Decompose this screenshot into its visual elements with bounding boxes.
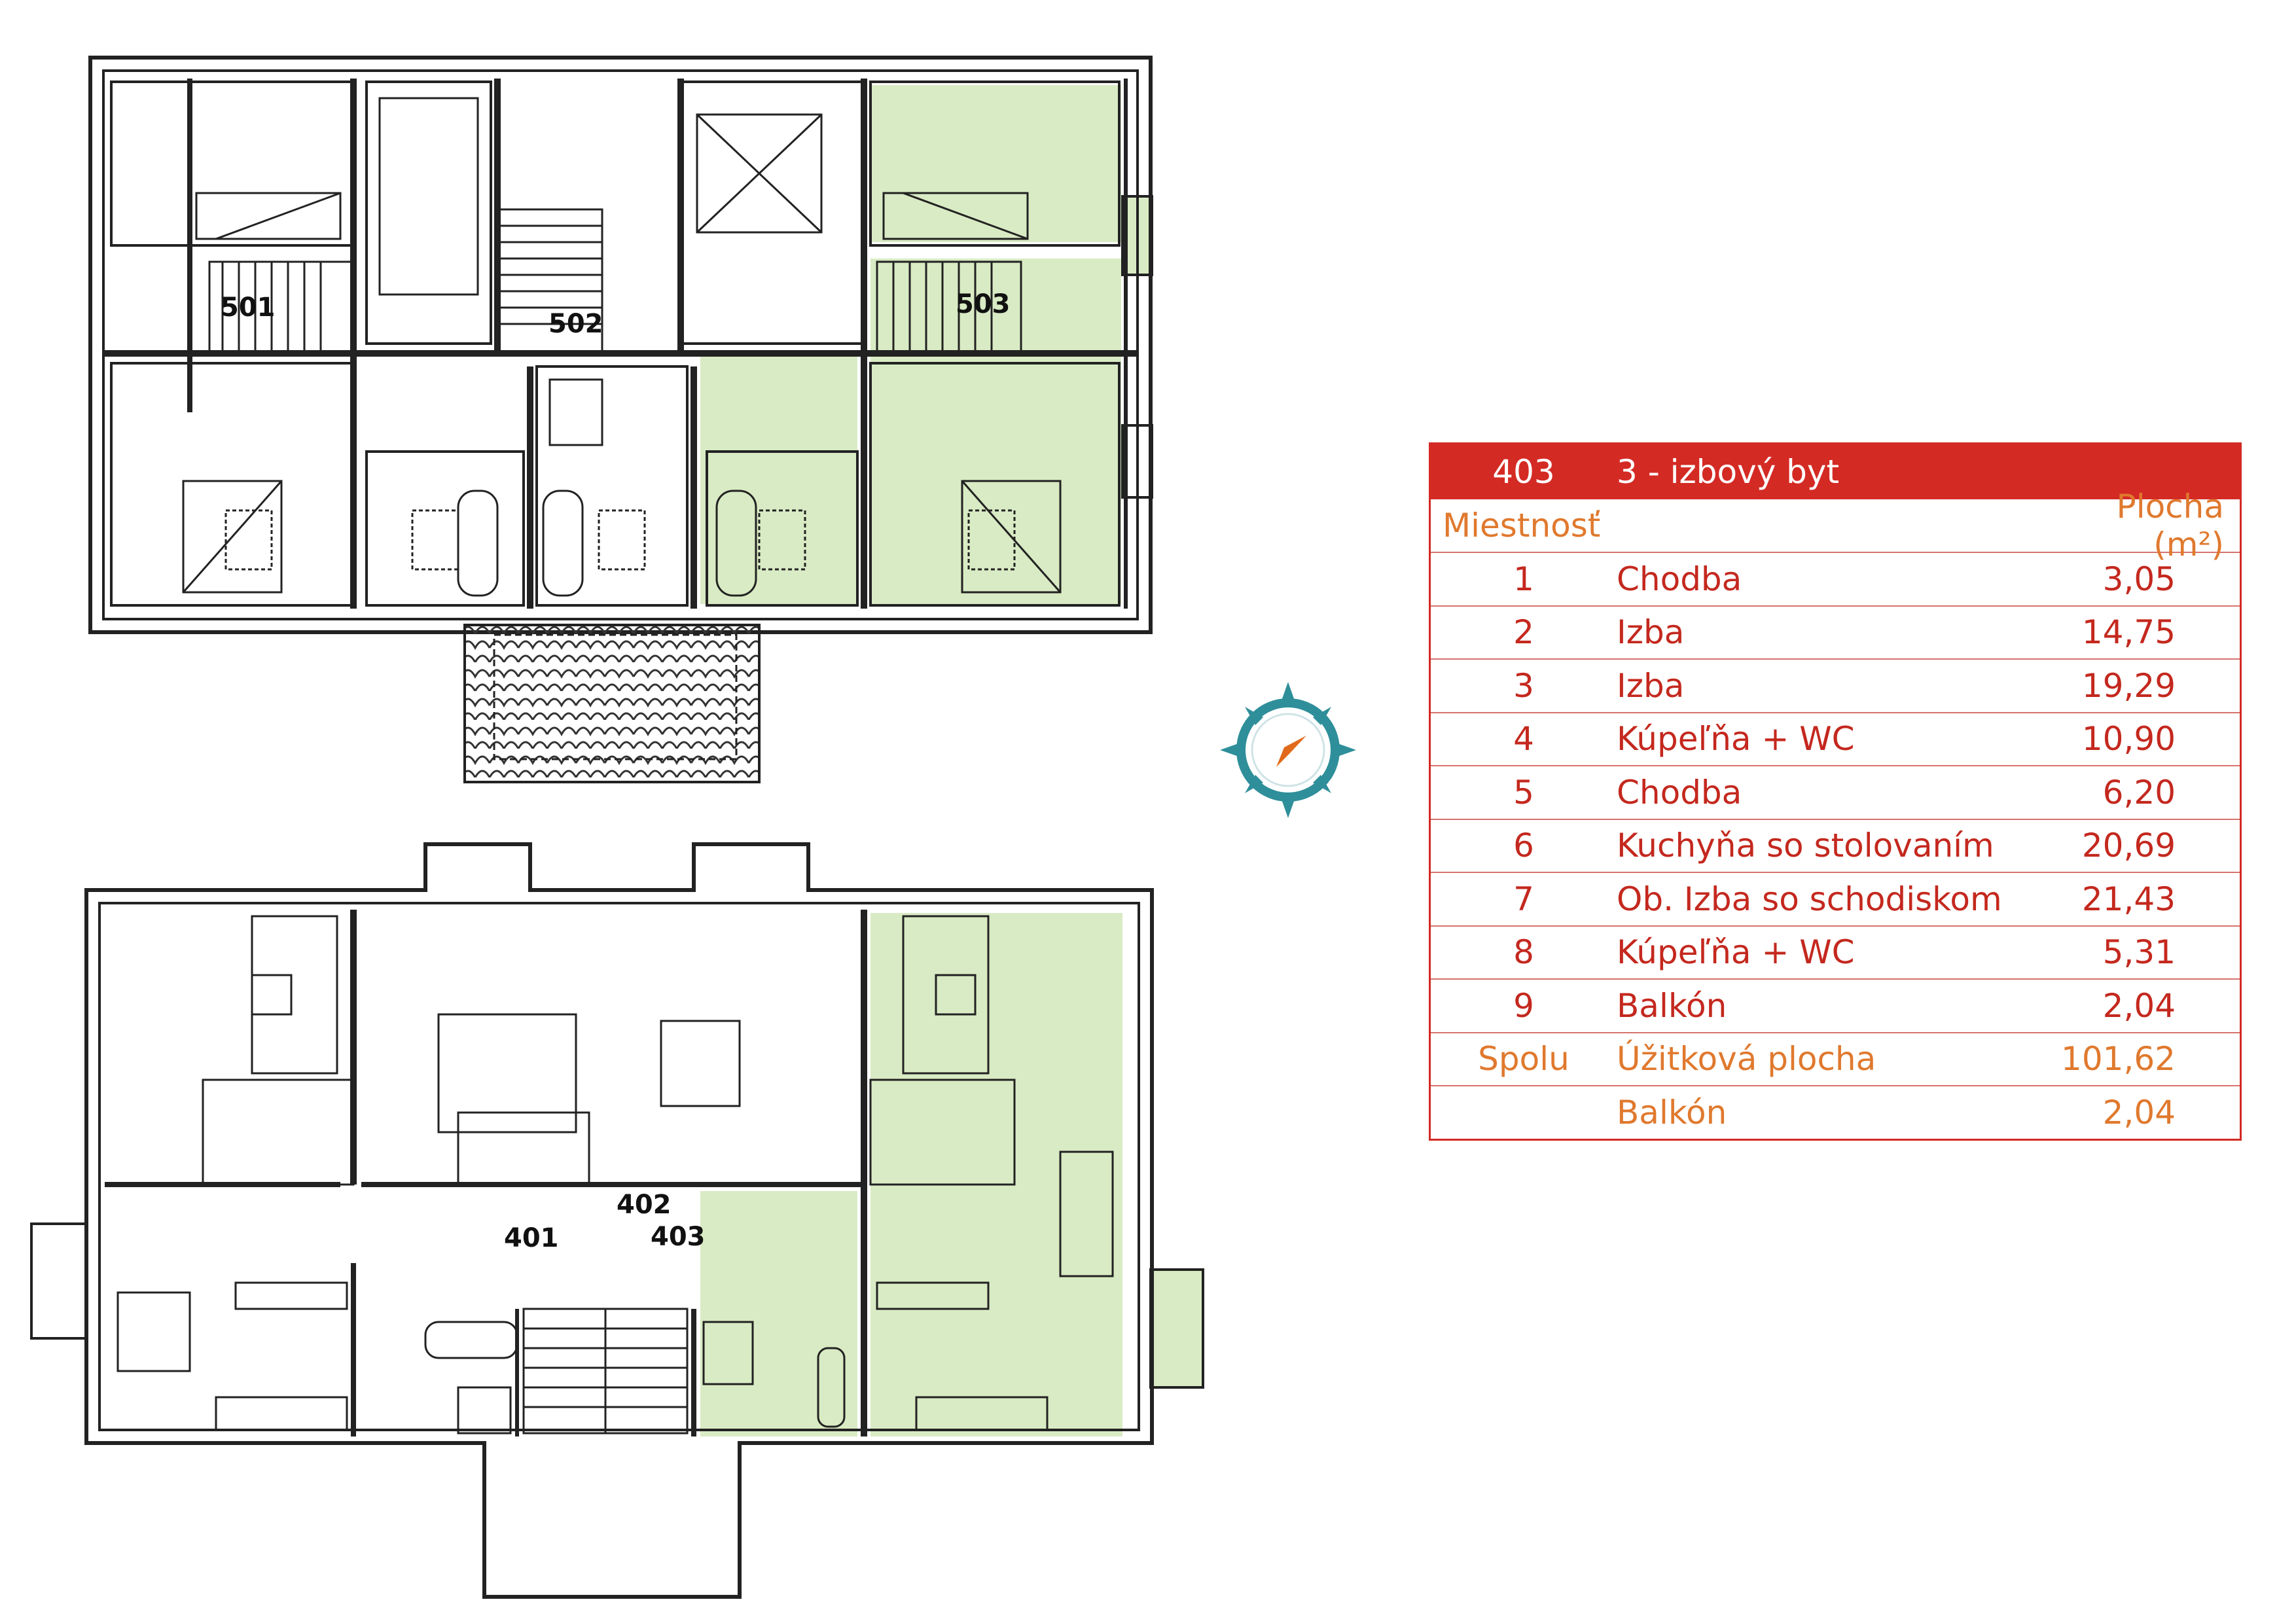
room-name: Kuchyňa so stolovaním [1617, 827, 1994, 865]
lower-floor-plan [30, 842, 1204, 1599]
upper-floor-plan [88, 56, 1153, 783]
table-row: 1 Chodba 3,05 [1431, 552, 2240, 605]
room-number: 2 [1513, 613, 1534, 652]
stair-501 [208, 260, 355, 355]
unit-label-403: 403 [651, 1222, 706, 1252]
column-header-row: Miestnosť Plocha (m²) [1431, 488, 2240, 563]
room-area: 21,43 [2081, 880, 2176, 918]
room-area: 2,04 [2102, 986, 2176, 1025]
room-number: 6 [1513, 827, 1534, 865]
stair-503 [876, 260, 1022, 355]
room-number: 8 [1513, 933, 1534, 972]
column-room: Miestnosť [1443, 507, 1601, 544]
room-area: 3,05 [2102, 560, 2176, 598]
lower-stairs [202, 1079, 1016, 1435]
room-area: 5,31 [2102, 933, 2176, 972]
room-name: Balkón [1617, 986, 1727, 1025]
upper-furniture [182, 97, 1062, 597]
room-area: 6,20 [2102, 773, 2176, 812]
apartment-number: 403 [1492, 453, 1555, 491]
room-area: 14,75 [2081, 613, 2176, 652]
table-row: 3 Izba 19,29 [1431, 658, 2240, 712]
unit-label-401: 401 [504, 1223, 559, 1253]
room-number: 1 [1513, 560, 1534, 598]
total-label: Spolu [1478, 1040, 1570, 1079]
room-name: Kúpeľňa + WC [1617, 720, 1855, 758]
table-row: 6 Kuchyňa so stolovaním 20,69 [1431, 818, 2240, 872]
room-area: 20,69 [2081, 827, 2176, 865]
room-number: 9 [1513, 986, 1534, 1025]
room-area: 19,29 [2081, 666, 2176, 705]
table-row: 4 Kúpeľňa + WC 10,90 [1431, 711, 2240, 766]
room-number: 4 [1513, 720, 1534, 758]
room-number: 7 [1513, 880, 1534, 918]
room-name: Ob. Izba so schodiskom [1617, 880, 2002, 918]
table-header-row: 403 3 - izbový byt [1431, 444, 2240, 499]
apartment-area-table: 403 3 - izbový byt Miestnosť Plocha (m²)… [1429, 442, 2242, 1141]
total-area: 101,62 [2061, 1040, 2176, 1079]
table-row: 9 Balkón 2,04 [1431, 978, 2240, 1032]
unit-label-502: 502 [548, 309, 603, 339]
balcony-name: Balkón [1617, 1093, 1727, 1132]
balcony-total-row: Balkón 2,04 [1431, 1085, 2240, 1139]
unit-403-highlight [700, 913, 1204, 1436]
balcony-area: 2,04 [2102, 1093, 2176, 1132]
unit-label-503: 503 [956, 289, 1011, 319]
room-name: Izba [1617, 613, 1685, 652]
table-row: 8 Kúpeľňa + WC 5,31 [1431, 925, 2240, 979]
room-number: 5 [1513, 773, 1534, 812]
total-name: Úžitková plocha [1617, 1040, 1876, 1079]
table-row: 7 Ob. Izba so schodiskom 21,43 [1431, 872, 2240, 925]
room-name: Chodba [1617, 560, 1742, 598]
room-name: Kúpeľňa + WC [1617, 933, 1855, 972]
table-row: 2 Izba 14,75 [1431, 605, 2240, 659]
lower-furniture [117, 915, 1114, 1435]
total-row: Spolu Úžitková plocha 101,62 [1431, 1031, 2240, 1086]
room-number: 3 [1513, 666, 1534, 705]
room-area: 10,90 [2081, 720, 2176, 758]
room-name: Chodba [1617, 773, 1742, 812]
unit-label-402: 402 [617, 1190, 672, 1220]
unit-label-501: 501 [221, 293, 276, 323]
stair-502 [496, 208, 603, 355]
apartment-type: 3 - izbový byt [1617, 453, 1840, 491]
table-row: 5 Chodba 6,20 [1431, 765, 2240, 819]
compass-icon [1220, 682, 1356, 818]
column-area: Plocha (m²) [2116, 488, 2224, 563]
room-name: Izba [1617, 666, 1685, 705]
